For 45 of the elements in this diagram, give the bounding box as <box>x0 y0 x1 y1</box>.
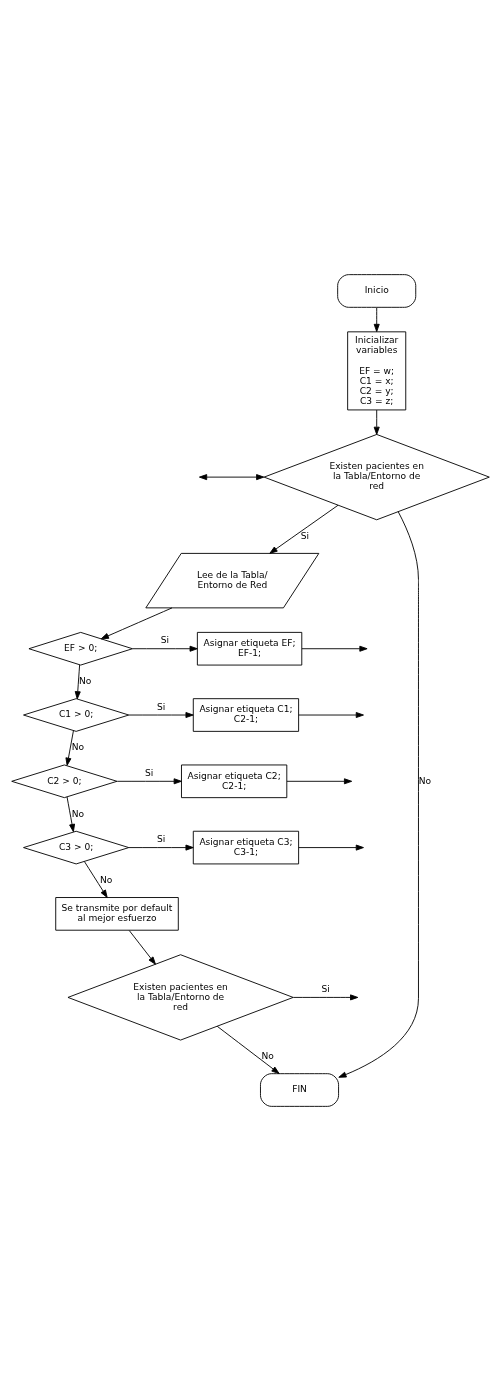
edge-label: No <box>79 676 92 687</box>
arrow <box>100 607 173 640</box>
node-box: Inicializar variables EF = w; C1 = x; C2 = y; C3 = z; <box>347 331 407 411</box>
node-box: FIN <box>260 1073 340 1107</box>
edge-label: No <box>418 775 432 786</box>
edge-label: No <box>261 1051 274 1062</box>
arrow <box>83 861 108 898</box>
edge-label: No <box>71 808 85 819</box>
node-diamond: C2 > 0; <box>11 764 118 799</box>
edge-label: Si <box>160 635 170 646</box>
node-diamond: C3 > 0; <box>23 830 130 865</box>
arrow <box>373 409 380 435</box>
arrow <box>116 778 182 785</box>
edge-label: No <box>99 875 113 885</box>
edge-label: Si <box>321 983 330 994</box>
arrow <box>65 730 74 766</box>
arrow <box>128 712 194 718</box>
node-box: Asignar etiqueta C3; C3-1; <box>192 830 300 865</box>
arrow <box>292 994 359 1001</box>
node-box: Asignar etiqueta C2; C2-1; <box>181 764 288 799</box>
node-diamond: Existen pacientes en la Tabla/Entorno de red <box>263 434 490 521</box>
arrow <box>74 664 81 700</box>
arrow <box>286 778 353 785</box>
arrow <box>66 796 76 833</box>
edge-label: No <box>71 742 85 753</box>
arrow <box>132 645 198 652</box>
arrow <box>216 1025 280 1074</box>
arrow <box>269 504 339 554</box>
edge-label: Si <box>300 530 310 541</box>
arrow <box>298 844 364 851</box>
arrow <box>338 511 419 1078</box>
arrow <box>128 844 194 851</box>
arrow <box>298 712 364 718</box>
arrow <box>198 474 265 481</box>
edge-label: Si <box>156 701 166 712</box>
node-diamond: C1 > 0; <box>23 698 130 732</box>
arrow <box>128 930 156 965</box>
node-box: Se transmite por default al mejor esfuerzo <box>55 897 179 931</box>
arrow <box>373 307 380 333</box>
arrow <box>301 645 368 652</box>
node-box: Asignar etiqueta EF; EF-1; <box>196 631 303 666</box>
node-box: Asignar etiqueta C1; C2-1; <box>192 698 300 732</box>
edge-label: Si <box>156 834 166 845</box>
edge-label: Si <box>145 767 154 778</box>
node-box: Inicio <box>337 274 417 308</box>
